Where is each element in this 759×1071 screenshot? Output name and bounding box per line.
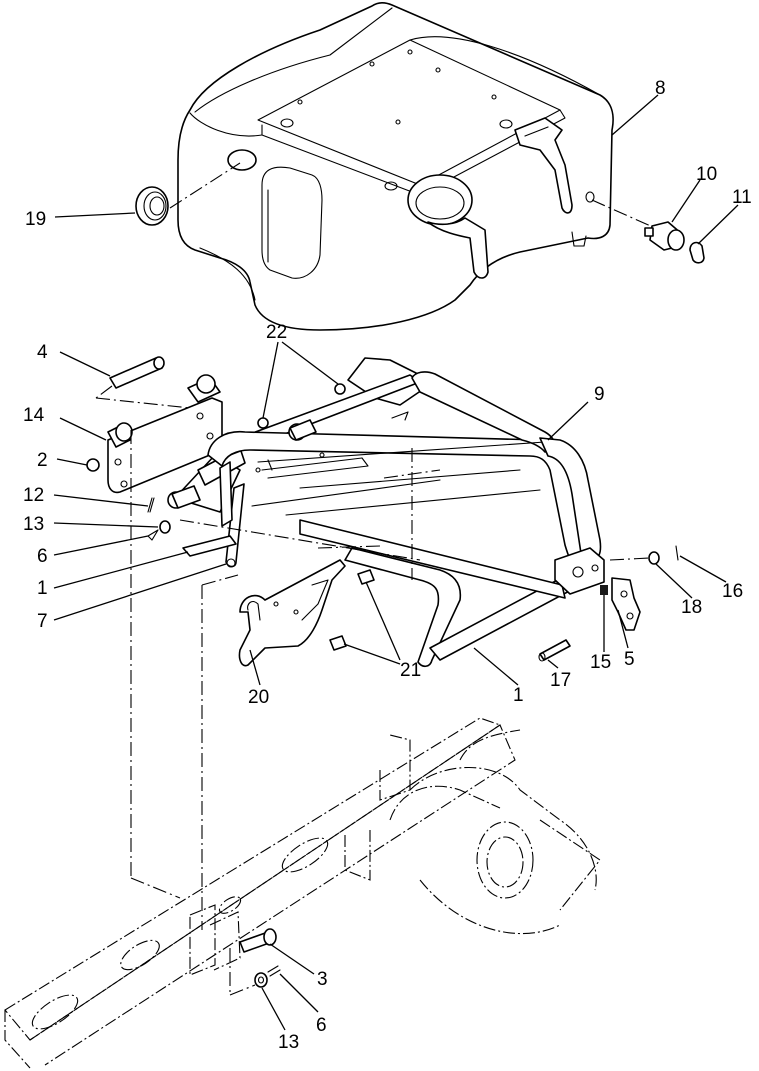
washer-part-18 [648, 551, 660, 565]
callout-22: 22 [266, 322, 287, 343]
pin-part-3 [239, 928, 277, 953]
callout-1-left: 1 [37, 578, 48, 599]
callout-1-right: 1 [513, 685, 524, 706]
callout-11: 11 [732, 187, 752, 208]
hood-cover-part-8 [177, 2, 614, 331]
knob-part-11 [689, 241, 705, 264]
callout-18: 18 [681, 597, 702, 618]
callout-7: 7 [37, 611, 48, 632]
callout-9: 9 [594, 384, 605, 405]
callout-6-lower: 6 [316, 1015, 327, 1036]
callout-3: 3 [317, 969, 328, 990]
switch-part-10 [644, 221, 685, 251]
callout-labels: 8 10 11 19 4 22 9 14 2 12 13 6 1 7 16 18… [23, 78, 752, 1053]
frame-part-9 [167, 357, 605, 668]
callout-21: 21 [400, 660, 421, 681]
latch-part-5 [611, 577, 641, 631]
cotter-pin-part-16 [675, 545, 679, 561]
bolts-part-21 [329, 569, 375, 651]
callout-15: 15 [590, 652, 611, 673]
leader-lines [53, 94, 739, 1031]
tractor-frame-phantom [4, 717, 601, 1069]
callout-14: 14 [23, 405, 45, 426]
washer-part-13-upper [159, 520, 171, 534]
callout-2: 2 [37, 450, 48, 471]
callout-17: 17 [550, 670, 571, 691]
callout-20: 20 [248, 687, 269, 708]
hinge-plate-part-14 [107, 374, 223, 494]
cotter-pin-part-12 [147, 497, 155, 513]
clip-part-6-lower [267, 965, 281, 977]
clip-part-6-upper [147, 529, 159, 541]
pin-part-4 [109, 356, 165, 389]
callout-5: 5 [624, 649, 635, 670]
callout-13-upper: 13 [23, 514, 44, 535]
callout-8: 8 [655, 78, 666, 99]
washer-part-13-lower [254, 972, 268, 988]
spring-part-15 [600, 585, 608, 595]
callout-13-lower: 13 [278, 1032, 299, 1053]
nut-part-2 [86, 458, 100, 472]
callout-6-upper: 6 [37, 546, 48, 567]
callout-4: 4 [37, 342, 48, 363]
callout-10: 10 [696, 164, 717, 185]
handle-part-20 [238, 559, 346, 667]
pin-part-17 [538, 639, 571, 662]
callout-16: 16 [722, 581, 743, 602]
callout-19: 19 [25, 209, 46, 230]
callout-12: 12 [23, 485, 44, 506]
grommet-part-19 [135, 186, 169, 226]
